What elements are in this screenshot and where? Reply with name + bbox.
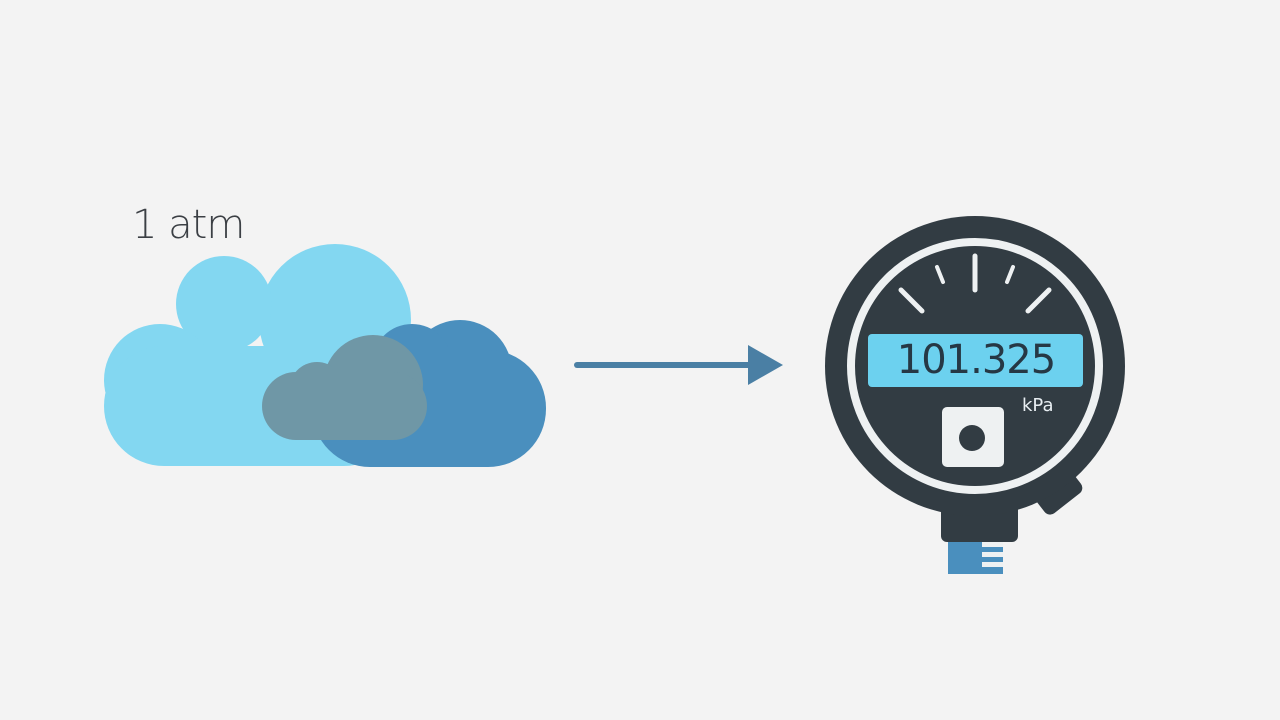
cloud-dark-shape — [262, 335, 427, 440]
gauge-reading: 101.325 — [896, 337, 1056, 383]
gauge-ticks — [898, 253, 1052, 314]
gauge-pipe — [948, 538, 1003, 574]
arrow-right-icon — [574, 345, 783, 385]
pressure-gauge-icon — [825, 216, 1125, 574]
gauge-side-knob — [1035, 471, 1083, 515]
cloud-icon — [104, 244, 546, 467]
pressure-label: 1 atm — [132, 202, 245, 248]
gauge-ring — [847, 238, 1103, 494]
gauge-unit: kPa — [1022, 395, 1054, 416]
gauge-button-dot — [959, 425, 985, 451]
gauge-display — [868, 334, 1083, 387]
